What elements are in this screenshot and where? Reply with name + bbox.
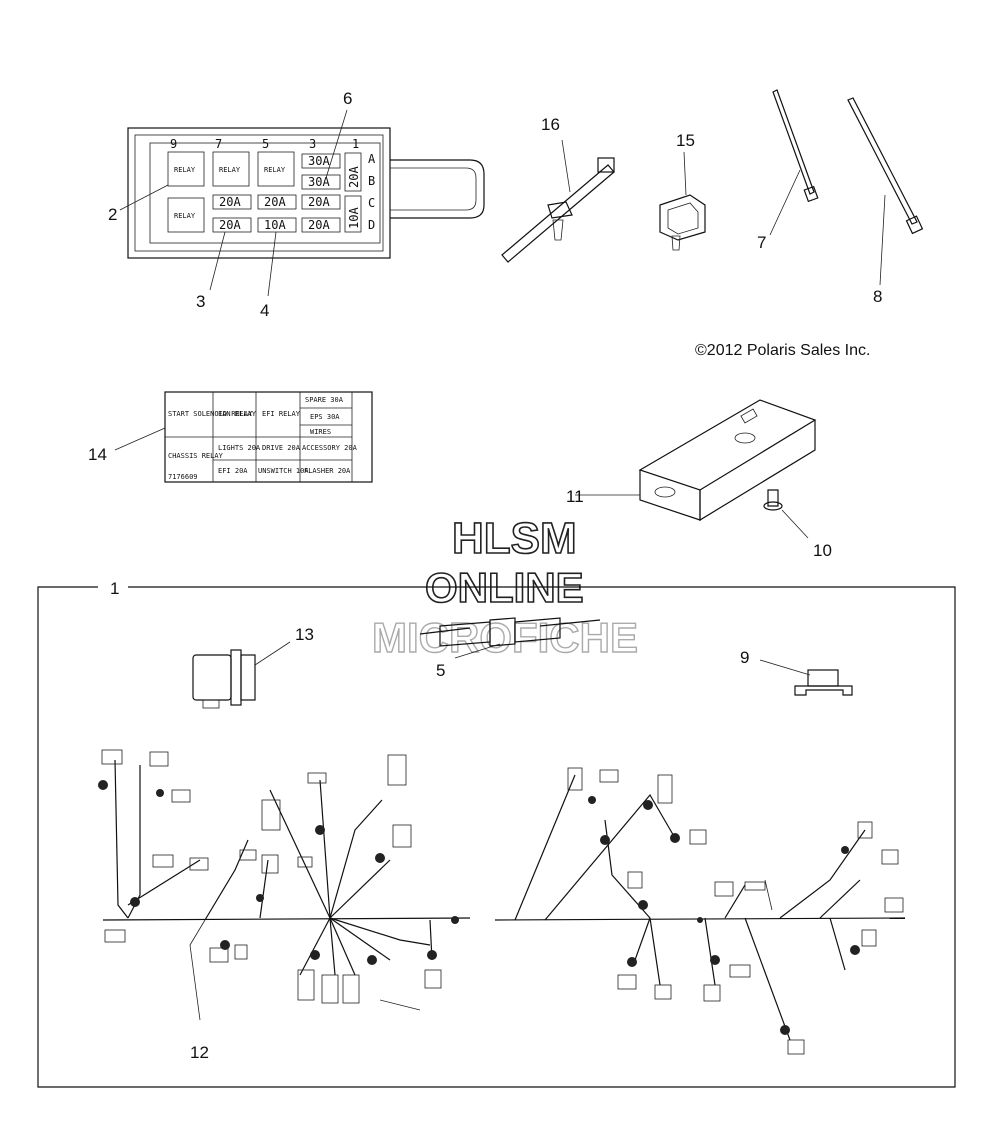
cable-tie-short (769, 89, 819, 236)
callout-10: 10 (813, 541, 832, 560)
fuse-20a-d3: 20A (308, 218, 330, 232)
callout-13: 13 (295, 625, 314, 644)
fuse-10a-d2: 10A (264, 218, 286, 232)
callout-15: 15 (676, 131, 695, 150)
fuse-box-num-9: 9 (170, 137, 177, 151)
fuse-20a-c1: 20A (219, 195, 241, 209)
relay-label-3: RELAY (264, 166, 286, 174)
harness-kit-frame (37, 586, 956, 1088)
row-letter-b: B (368, 174, 375, 188)
watermark-line-3: MICROFICHE (372, 614, 638, 661)
relay-label-2: RELAY (219, 166, 241, 174)
cable-tie-mount (501, 139, 615, 263)
callout-12: 12 (190, 1043, 209, 1062)
card-start-solenoid: START SOLENOID RELAY (168, 410, 253, 418)
fuse-box-num-7: 7 (215, 137, 222, 151)
card-eps-30a: EPS 30A (310, 413, 340, 421)
card-spare-30a: SPARE 30A (305, 396, 344, 404)
harness-clip-small (759, 659, 853, 696)
card-lights-20a: LIGHTS 20A (218, 444, 261, 452)
card-unswitch-10a: UNSWITCH 10A (258, 467, 309, 475)
callout-5: 5 (436, 661, 445, 680)
fuse-20a-c3: 20A (308, 195, 330, 209)
wire-clip (659, 151, 706, 251)
callout-3: 3 (196, 292, 205, 311)
card-part-number: 7176609 (168, 473, 198, 481)
fuse-20a-d1: 20A (219, 218, 241, 232)
row-letter-d: D (368, 218, 375, 232)
row-letter-c: C (368, 196, 375, 210)
callout-9: 9 (740, 648, 749, 667)
fuse-box: 9 7 5 3 1 RELAY RELAY RELAY RELAY 30A 30… (127, 127, 485, 259)
callout-7: 7 (757, 233, 766, 252)
callout-11: 11 (566, 487, 584, 506)
callout-8: 8 (873, 287, 882, 306)
callout-2: 2 (108, 205, 117, 224)
copyright-text: ©2012 Polaris Sales Inc. (695, 342, 870, 359)
fuse-30a-b: 30A (308, 175, 330, 189)
callout-1: 1 (110, 579, 119, 598)
inline-fuse-holder (419, 617, 601, 659)
fuse-side-10a: 10A (347, 207, 361, 229)
callout-4: 4 (260, 301, 269, 320)
fuse-box-num-3: 3 (309, 137, 316, 151)
main-wire-harness-left (98, 749, 471, 1021)
watermark-line-1: HLSM (452, 514, 577, 563)
fuse-20a-c2: 20A (264, 195, 286, 209)
callout-16: 16 (541, 115, 560, 134)
relay-label-4: RELAY (174, 212, 196, 220)
relay-label-1: RELAY (174, 166, 196, 174)
fuse-box-bracket (575, 399, 817, 522)
card-drive-20a: DRIVE 20A (262, 444, 301, 452)
push-pin (763, 489, 809, 539)
callout-14: 14 (88, 445, 107, 464)
fuse-30a-a: 30A (308, 154, 330, 168)
main-wire-harness-right (494, 767, 906, 1055)
card-flasher-20a: FLASHER 20A (304, 467, 351, 475)
card-efi-20a: EFI 20A (218, 467, 248, 475)
card-wires: WIRES (310, 428, 331, 436)
fuse-box-num-1: 1 (352, 137, 359, 151)
fuse-box-num-5: 5 (262, 137, 269, 151)
cable-tie-long (847, 97, 924, 286)
card-accessory-20a: ACCESSORY 20A (302, 444, 358, 452)
fuse-label-card: START SOLENOID RELAY FAN RELAY EFI RELAY… (114, 391, 373, 483)
connector-housing (192, 641, 291, 709)
card-chassis-relay: CHASSIS RELAY (168, 452, 224, 460)
callout-6: 6 (343, 89, 352, 108)
card-fan-relay: FAN RELAY (218, 410, 257, 418)
card-efi-relay: EFI RELAY (262, 410, 301, 418)
row-letter-a: A (368, 152, 376, 166)
fuse-side-20a: 20A (347, 166, 361, 188)
